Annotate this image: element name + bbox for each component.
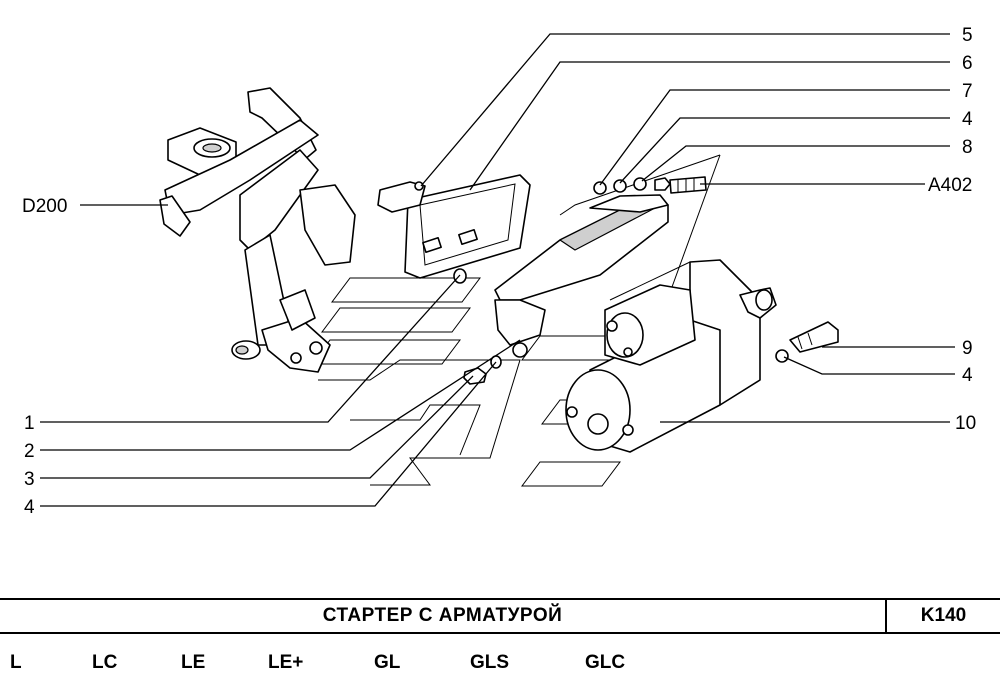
callout-9: 9 [962, 338, 973, 359]
callout-5: 5 [962, 25, 973, 46]
callout-d200: D200 [22, 196, 67, 217]
version-gl: GL [374, 652, 401, 673]
version-l: L [10, 652, 22, 673]
starter-mounting-bracket [494, 194, 669, 358]
callout-1: 1 [24, 413, 35, 434]
version-le-plus: LE+ [268, 652, 304, 673]
callout-4-left: 4 [24, 497, 35, 518]
callout-a402: A402 [928, 175, 972, 196]
version-le: LE [181, 652, 206, 673]
engine-bracket-d200 [159, 87, 356, 373]
callout-8: 8 [962, 137, 973, 158]
callout-6: 6 [962, 53, 973, 74]
title-bar: СТАРТЕР С АРМАТУРОЙ K140 [0, 598, 1000, 634]
version-glc: GLC [585, 652, 626, 673]
version-list: L LC LE LE+ GL GLS GLC [0, 648, 1000, 682]
version-gls: GLS [470, 652, 510, 673]
callout-10: 10 [955, 413, 976, 434]
callout-7: 7 [962, 81, 973, 102]
starter-motor [565, 259, 777, 453]
catalog-code: K140 [920, 605, 967, 626]
page-title: СТАРТЕР С АРМАТУРОЙ [322, 605, 563, 626]
callout-4-lower: 4 [962, 365, 973, 386]
leader-lines [40, 33, 955, 507]
callout-labels: D200 1 2 3 4 5 6 7 4 8 A402 9 4 10 [22, 25, 976, 518]
version-lc: LC [92, 652, 118, 673]
parts-diagram: D200 1 2 3 4 5 6 7 4 8 A402 9 4 10 [22, 25, 976, 518]
title-divider [885, 600, 887, 632]
heat-shield-plate [377, 174, 531, 279]
callout-4-upper: 4 [962, 109, 973, 130]
callout-2: 2 [24, 441, 35, 462]
callout-3: 3 [24, 469, 35, 490]
